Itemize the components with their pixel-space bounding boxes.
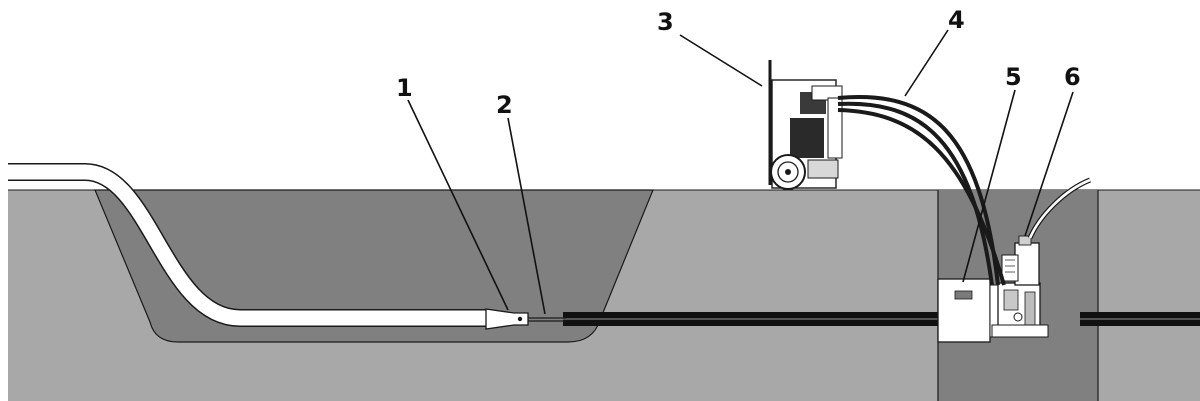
hydraulic-power-unit bbox=[768, 60, 843, 190]
puller-unit bbox=[991, 177, 1091, 338]
callout-5-label: 5 bbox=[1005, 63, 1022, 91]
callout-6-label: 6 bbox=[1064, 63, 1081, 91]
old-pipe bbox=[563, 312, 1200, 326]
callout-2-leader bbox=[507, 117, 546, 315]
callout-6-leader bbox=[1024, 91, 1074, 237]
machine-pit-frame bbox=[937, 278, 1001, 343]
callout-4-label: 4 bbox=[948, 6, 965, 34]
callout-5-leader bbox=[962, 89, 1016, 283]
callout-3-label: 3 bbox=[657, 8, 674, 36]
callout-3-leader bbox=[679, 34, 763, 87]
callout-2-label: 2 bbox=[496, 91, 513, 119]
callout-1-label: 1 bbox=[396, 74, 413, 102]
pipe-head-adapter bbox=[485, 308, 566, 330]
hydraulic-hoses bbox=[837, 95, 1006, 286]
callout-1-leader bbox=[407, 99, 509, 311]
new-pipe bbox=[8, 163, 492, 327]
callout-4-leader bbox=[904, 29, 949, 97]
